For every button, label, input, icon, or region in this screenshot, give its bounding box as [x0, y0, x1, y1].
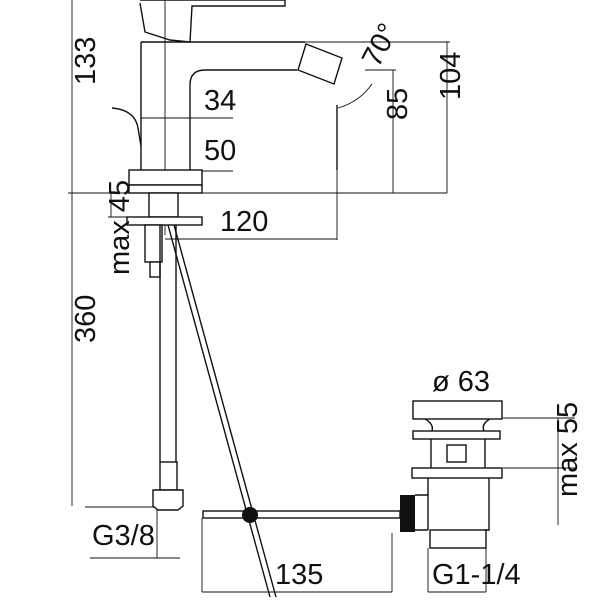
hose-nut: [152, 489, 184, 511]
dim-deck-thickness: max 45: [104, 180, 136, 275]
dim-nozzle-angle: 70°: [356, 18, 405, 72]
dim-rod-length: 135: [275, 559, 323, 591]
spray-nozzle: [297, 43, 343, 85]
dim-body-base: 50: [204, 135, 236, 167]
dim-total-height: 133: [70, 37, 102, 85]
dim-outlet-height: 85: [382, 88, 414, 120]
dim-hose-length: 360: [70, 295, 102, 343]
dim-spout-height: 104: [435, 52, 467, 100]
dim-waste-height: max 55: [552, 402, 584, 497]
diverter-lever: [111, 107, 142, 147]
lift-rod: [167, 224, 415, 598]
dim-inlet-thread: G3/8: [92, 520, 155, 552]
dim-waste-thread: G1-1/4: [432, 559, 521, 591]
dim-waste-diameter: ø 63: [432, 366, 490, 398]
mixer-body: [111, 0, 343, 278]
dimension-lines: [68, 0, 575, 593]
pop-up-waste: [411, 400, 503, 549]
dim-spout-reach: 120: [220, 206, 268, 238]
dim-spout-reach-inner: 34: [204, 85, 236, 117]
hose: [152, 225, 184, 511]
